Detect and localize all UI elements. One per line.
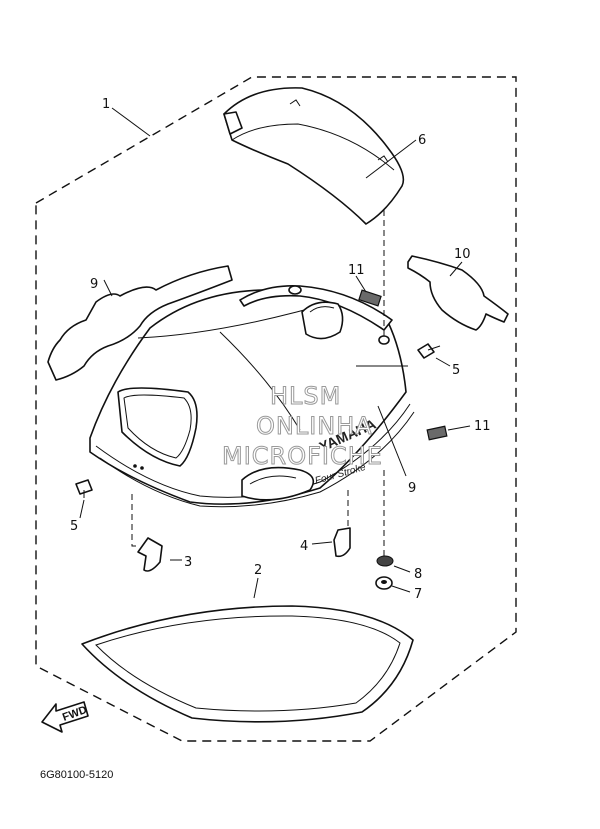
callout-3: 3: [184, 555, 192, 570]
callout-4: 4: [300, 539, 308, 554]
watermark-line-3: MICROFICHE: [222, 442, 383, 470]
watermark-line-2: ONLINHA: [256, 412, 373, 440]
callout-2: 2: [254, 563, 262, 578]
callout-5-right: 5: [452, 363, 460, 378]
callout-1: 1: [102, 97, 110, 112]
pad-upper-part: [358, 289, 382, 307]
decal-left-part: [47, 265, 233, 381]
callout-11-lower: 11: [474, 419, 491, 434]
callout-8: 8: [414, 567, 422, 582]
top-cowling-part: YAMAHA Four Stroke: [89, 284, 415, 508]
watermark-line-1: HLSM: [270, 382, 341, 410]
diagram-code: 6G80100-5120: [40, 769, 113, 781]
callout-7: 7: [414, 587, 422, 602]
screw-right-part: [417, 343, 441, 359]
callout-6: 6: [418, 133, 426, 148]
screw-left-part: [75, 479, 93, 498]
bracket-right-part: [333, 527, 351, 558]
callout-5-left: 5: [70, 519, 78, 534]
top-handle-part: [223, 87, 405, 225]
callout-9-left: 9: [90, 277, 98, 292]
callout-11-upper: 11: [348, 263, 365, 278]
callout-10: 10: [454, 247, 471, 262]
bottom-seal-part: [81, 605, 414, 723]
nut-part: [375, 576, 393, 590]
callout-9-right: 9: [408, 481, 416, 496]
decal-right-part: [407, 255, 509, 331]
bracket-left-part: [137, 537, 163, 572]
pad-lower-part: [426, 425, 448, 441]
grommet-part: [376, 555, 394, 567]
assembly-boundary: [35, 76, 517, 742]
forward-arrow-icon: [41, 701, 89, 733]
